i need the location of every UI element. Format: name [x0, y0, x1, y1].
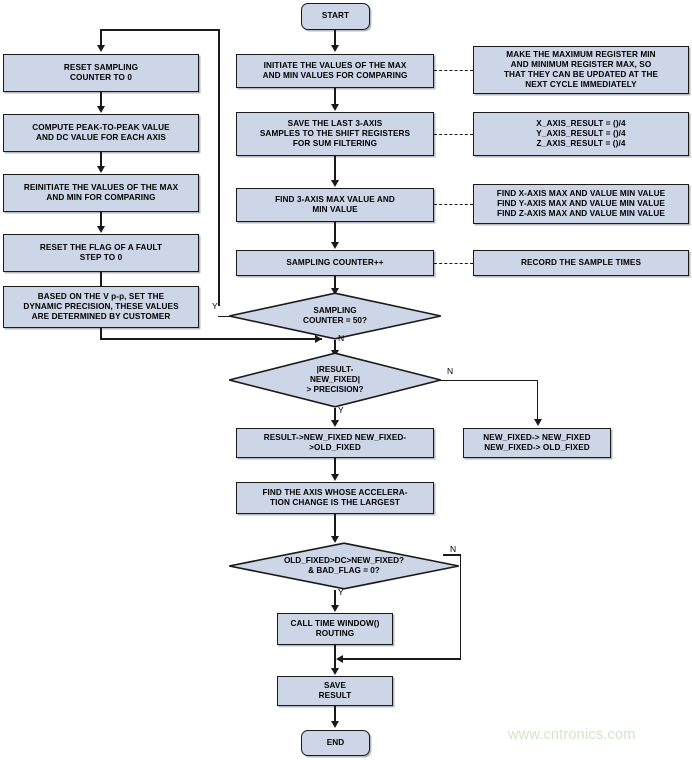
- node-sampling-counter-check-label: SAMPLING COUNTER = 50?: [303, 305, 367, 325]
- branch-label-counter-no: N: [338, 333, 345, 343]
- node-sampling-counter-increment: SAMPLING COUNTER++: [236, 250, 434, 276]
- arrow-into-sampling-counter-inc: [330, 242, 339, 249]
- watermark-text: www.cntronics.com: [508, 727, 636, 743]
- connector-compute-to-reinitiate: [100, 152, 102, 168]
- node-dynamic-precision: BASED ON THE V p-p, SET THE DYNAMIC PREC…: [3, 286, 199, 328]
- note-axis-result-formula: X_AXIS_RESULT = ()/4 Y_AXIS_RESULT = ()/…: [473, 112, 689, 156]
- arrow-into-reinitiate: [96, 166, 105, 173]
- connector-precision-no-right: [438, 379, 538, 381]
- diamond-shape-dc-check: [229, 542, 459, 590]
- arrow-into-end: [330, 721, 339, 728]
- arrow-into-reset-fault-flag: [96, 226, 105, 233]
- node-compute-peak-to-peak: COMPUTE PEAK-TO-PEAK VALUE AND DC VALUE …: [3, 114, 199, 152]
- connector-loopback-right-vertical: [218, 29, 220, 306]
- node-find-axis-acceleration: FIND THE AXIS WHOSE ACCELERA- TION CHANG…: [236, 482, 434, 514]
- connector-find3axis-to-counter: [334, 222, 336, 244]
- dash-connector-find3axis-to-note: [434, 204, 473, 205]
- node-save-result: SAVE RESULT: [277, 676, 393, 706]
- arrow-into-dc-check: [330, 536, 339, 543]
- arrow-dc-no-rejoin: [336, 655, 343, 663]
- connector-loopback-top-horizontal: [100, 29, 220, 31]
- node-find-3axis-max-min: FIND 3-AXIS MAX VALUE AND MIN VALUE: [236, 188, 434, 222]
- connector-counterinc-to-decision: [334, 276, 336, 292]
- node-reset-fault-flag: RESET THE FLAG OF A FAULT STEP TO 0: [3, 234, 199, 272]
- branch-label-dc-no: N: [450, 544, 457, 554]
- connector-findaxis-to-dccheck: [334, 514, 336, 539]
- branch-label-precision-no: N: [447, 366, 454, 376]
- node-dc-check-label: OLD_FIXED>DC>NEW_FIXED? & BAD_FLAG = 0?: [283, 555, 405, 575]
- arrow-into-reset-counter: [96, 45, 105, 52]
- connector-saveresult-to-end: [334, 706, 336, 723]
- diamond-shape-counter-check: [229, 292, 441, 340]
- node-new-fixed-keep: NEW_FIXED-> NEW_FIXED NEW_FIXED-> OLD_FI…: [463, 428, 611, 458]
- connector-timewindow-to-saveresult: [334, 645, 336, 673]
- arrow-rejoin-main-flow: [315, 334, 322, 343]
- arrow-into-initiate: [330, 45, 339, 52]
- node-dc-check: OLD_FIXED>DC>NEW_FIXED? & BAD_FLAG = 0?: [228, 542, 460, 590]
- connector-reinitiate-to-resetflag: [100, 212, 102, 228]
- connector-initiate-to-save: [334, 88, 336, 106]
- node-precision-check-label: |RESULT- NEW_FIXED| > PRECISION?: [306, 364, 364, 395]
- connector-dc-yes-down: [334, 590, 336, 608]
- arrow-into-find-axis-accel: [330, 474, 339, 481]
- node-call-time-window: CALL TIME WINDOW() ROUTING: [277, 613, 393, 645]
- node-initiate-max-min: INITIATE THE VALUES OF THE MAX AND MIN V…: [236, 54, 434, 88]
- arrow-into-call-time-window: [330, 605, 339, 612]
- connector-precision-yes-down: [334, 408, 336, 423]
- diamond-shape-precision-check: [229, 352, 441, 408]
- branch-label-dc-yes: Y: [338, 587, 344, 597]
- branch-label-counter-yes: Y: [212, 301, 218, 311]
- connector-dc-no-down: [459, 554, 461, 659]
- node-reinitiate-max-min: REINITIATE THE VALUES OF THE MAX AND MIN…: [3, 174, 199, 212]
- node-end: END: [301, 730, 370, 756]
- dash-connector-save-to-note: [434, 134, 473, 135]
- arrow-into-find-3axis: [330, 180, 339, 187]
- arrow-into-result-new-fixed: [330, 420, 339, 427]
- arrow-into-new-fixed-keep: [533, 419, 542, 426]
- node-result-to-new-fixed: RESULT->NEW_FIXED NEW_FIXED- >OLD_FIXED: [236, 428, 434, 458]
- connector-counter-no-down: [334, 340, 336, 356]
- note-find-axis-max-min: FIND X-AXIS MAX AND VALUE MIN VALUE FIND…: [473, 184, 689, 224]
- connector-resetflag-to-precision: [100, 272, 102, 288]
- connector-dc-no-left: [340, 658, 461, 660]
- note-record-sample-times: RECORD THE SAMPLE TIMES: [473, 250, 689, 276]
- connector-precision-down: [100, 328, 102, 339]
- branch-label-precision-yes: Y: [338, 405, 344, 415]
- node-reset-counter: RESET SAMPLING COUNTER TO 0: [3, 54, 199, 92]
- connector-start-to-initiate: [334, 30, 336, 47]
- arrow-into-save-result: [330, 668, 339, 675]
- connector-dc-no-right: [443, 554, 461, 556]
- arrow-into-save-samples: [330, 104, 339, 111]
- connector-loopback-left-vertical: [100, 29, 102, 47]
- connector-save-to-find3axis: [334, 156, 336, 182]
- dash-connector-initiate-to-note: [434, 70, 473, 71]
- note-make-max-min-register: MAKE THE MAXIMUM REGISTER MIN AND MINIMU…: [473, 46, 689, 94]
- node-sampling-counter-check: SAMPLING COUNTER = 50?: [228, 292, 442, 340]
- connector-precision-no-down: [536, 379, 538, 422]
- dash-connector-counterinc-to-note: [434, 263, 473, 264]
- node-start: START: [301, 3, 370, 30]
- node-save-samples: SAVE THE LAST 3-AXIS SAMPLES TO THE SHIF…: [236, 112, 434, 156]
- connector-result-to-findaxis: [334, 458, 336, 478]
- connector-reset-to-compute: [100, 92, 102, 108]
- node-precision-check: |RESULT- NEW_FIXED| > PRECISION?: [228, 352, 442, 408]
- connector-counter-yes-left: [218, 315, 233, 317]
- arrow-into-compute-pp: [96, 106, 105, 113]
- connector-precision-to-main: [100, 338, 322, 340]
- arrow-into-sampling-counter-check: [330, 288, 339, 295]
